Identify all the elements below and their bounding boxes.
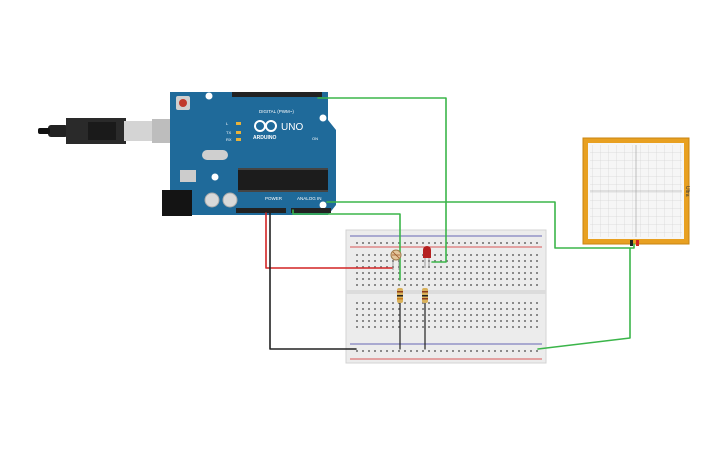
multimeter[interactable]: Ultra	[582, 137, 690, 246]
power-rail-holes[interactable]	[352, 346, 538, 356]
wire-analog-to-ldr[interactable]	[292, 209, 401, 281]
digital-header-label: DIGITAL (PWM~)	[259, 109, 294, 114]
meter-label: Ultra	[684, 186, 690, 197]
rx-label: RX	[226, 137, 232, 142]
usb-cable[interactable]	[38, 118, 178, 144]
terminal-strip-holes[interactable]	[352, 298, 538, 330]
mount-hole	[211, 173, 219, 181]
meter-probe-terminal[interactable]	[630, 240, 633, 246]
model-label: UNO	[281, 122, 303, 133]
l-led-label: L	[226, 121, 229, 126]
digital-pin-header[interactable]	[232, 92, 322, 97]
analog-header-label: ANALOG IN	[297, 196, 322, 201]
wires	[265, 97, 635, 350]
power-header-label: POWER	[265, 196, 283, 201]
voltage-regulator	[180, 170, 196, 182]
tx-label: TX	[226, 130, 231, 135]
mount-hole	[319, 114, 327, 122]
arduino-logo: ARDUINO	[253, 120, 277, 141]
capacitor	[204, 192, 220, 208]
power-rail-holes[interactable]	[352, 238, 538, 246]
red-led[interactable]	[423, 246, 431, 268]
wire-digital-to-led[interactable]	[317, 97, 447, 263]
wire-ground-to-multimeter[interactable]	[537, 247, 631, 350]
breadboard[interactable]	[345, 229, 547, 364]
resistor-2[interactable]	[422, 288, 428, 303]
terminal-strip-holes[interactable]	[352, 254, 538, 286]
wire-analog-to-multimeter[interactable]	[326, 201, 635, 249]
crystal	[202, 150, 228, 160]
photoresistor[interactable]	[390, 249, 402, 270]
dc-power-jack[interactable]	[162, 190, 192, 216]
brand-label: ARDUINO	[253, 135, 276, 141]
capacitor	[222, 192, 238, 208]
center-channel	[346, 290, 546, 294]
resistor-1[interactable]	[397, 288, 403, 303]
power-pin-header[interactable]	[236, 208, 286, 213]
mount-hole	[319, 201, 327, 209]
analog-pin-header[interactable]	[291, 208, 331, 213]
mount-hole	[205, 92, 213, 100]
arduino-uno-board[interactable]: DIGITAL (PWM~) L TX RX ARDUINO UNO ON PO…	[170, 92, 336, 215]
wire-gnd-to-breadboard[interactable]	[269, 212, 357, 350]
on-label: ON	[312, 136, 318, 141]
atmega-chip	[238, 170, 328, 190]
meter-probe-terminal[interactable]	[636, 240, 639, 246]
wire-5v-to-breadboard[interactable]	[265, 212, 393, 269]
